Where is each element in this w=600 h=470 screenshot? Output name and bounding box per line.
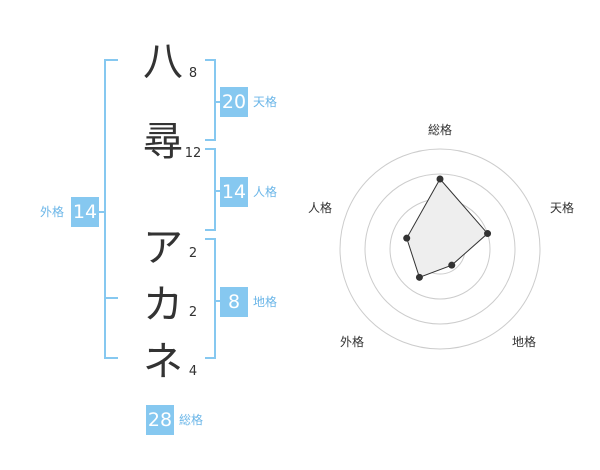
radar-axis-label-chikaku: 地格 — [512, 335, 537, 349]
jinkaku-badge: 14 — [220, 177, 248, 207]
gaikaku-label: 外格 — [40, 205, 65, 219]
radar-axis-label-tenkaku: 天格 — [550, 201, 575, 215]
gaikaku-badge: 14 — [71, 197, 99, 227]
tenkaku-badge: 20 — [220, 87, 248, 117]
stroke-count-5: 4 — [188, 364, 198, 379]
name-char-2: 尋 — [143, 119, 183, 165]
chikaku-label: 地格 — [253, 295, 278, 309]
stroke-count-4: 2 — [188, 305, 198, 320]
jinkaku-label: 人格 — [253, 185, 278, 199]
name-char-1: 八 — [143, 39, 183, 85]
radar-point — [415, 273, 423, 281]
radar-axis-label-jinkaku: 人格 — [308, 201, 333, 215]
radar-axis-label-soukaku: 総格 — [428, 123, 453, 137]
name-char-4: カ — [143, 282, 183, 328]
name-char-3: ア — [143, 225, 183, 271]
soukaku-badge: 28 — [146, 405, 174, 435]
radar-point — [448, 261, 456, 269]
radar-points — [403, 175, 492, 281]
radar-grid-ring — [364, 173, 516, 325]
radar-point — [436, 175, 444, 183]
radar-grid-ring — [339, 148, 541, 350]
radar-point — [484, 230, 492, 238]
radar-axis-label-gaikaku: 外格 — [340, 335, 365, 349]
tenkaku-label: 天格 — [253, 95, 278, 109]
stroke-count-2: 12 — [184, 146, 202, 161]
chikaku-badge: 8 — [220, 287, 248, 317]
radar-point — [403, 234, 411, 242]
stroke-count-1: 8 — [188, 66, 198, 81]
radar-area — [406, 178, 489, 278]
name-char-5: ネ — [143, 339, 183, 385]
stroke-count-3: 2 — [188, 246, 198, 261]
soukaku-label: 総格 — [179, 413, 204, 427]
